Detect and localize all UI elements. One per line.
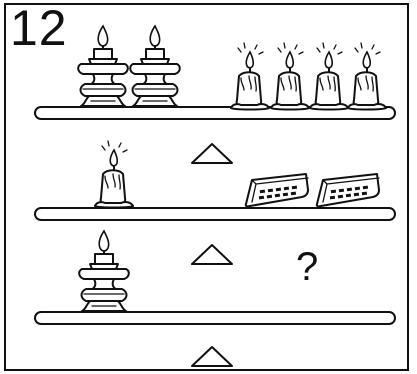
candle-holder-icon — [79, 231, 129, 311]
scale-1 — [35, 26, 395, 163]
candle-holder-icon — [130, 26, 180, 106]
candle-holder-icon — [78, 26, 128, 106]
melted-candle-icon — [231, 43, 269, 110]
melted-candle-icon — [95, 141, 133, 208]
scale-3-fulcrum — [192, 347, 232, 366]
scale-3-beam — [35, 312, 395, 324]
remote-control-icon — [246, 174, 308, 206]
scale-1-fulcrum — [192, 144, 232, 163]
remote-control-icon — [317, 174, 379, 206]
scale-2-beam — [35, 208, 395, 220]
melted-candle-icon — [310, 43, 348, 110]
melted-candle-icon — [348, 43, 386, 110]
scale-2-fulcrum — [192, 245, 232, 264]
melted-candle-icon — [271, 43, 309, 110]
